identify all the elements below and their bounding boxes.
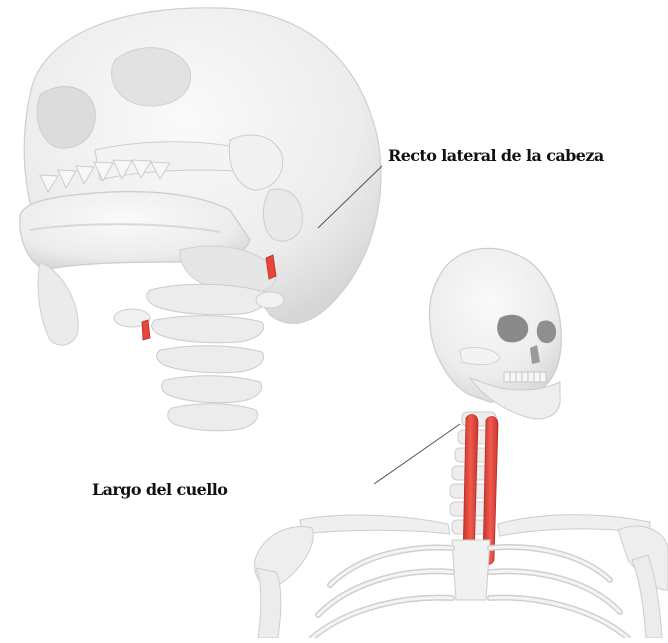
rectus-capitis-lateralis-muscle-left [142,320,150,340]
clavicle-left [300,515,450,534]
label-rectus-capitis-lateralis: Recto lateral de la cabeza [388,146,604,165]
cervical-spine-zoomed [147,284,267,431]
label-longus-colli: Largo del cuello [92,480,227,499]
leader-line-longus [374,424,460,484]
